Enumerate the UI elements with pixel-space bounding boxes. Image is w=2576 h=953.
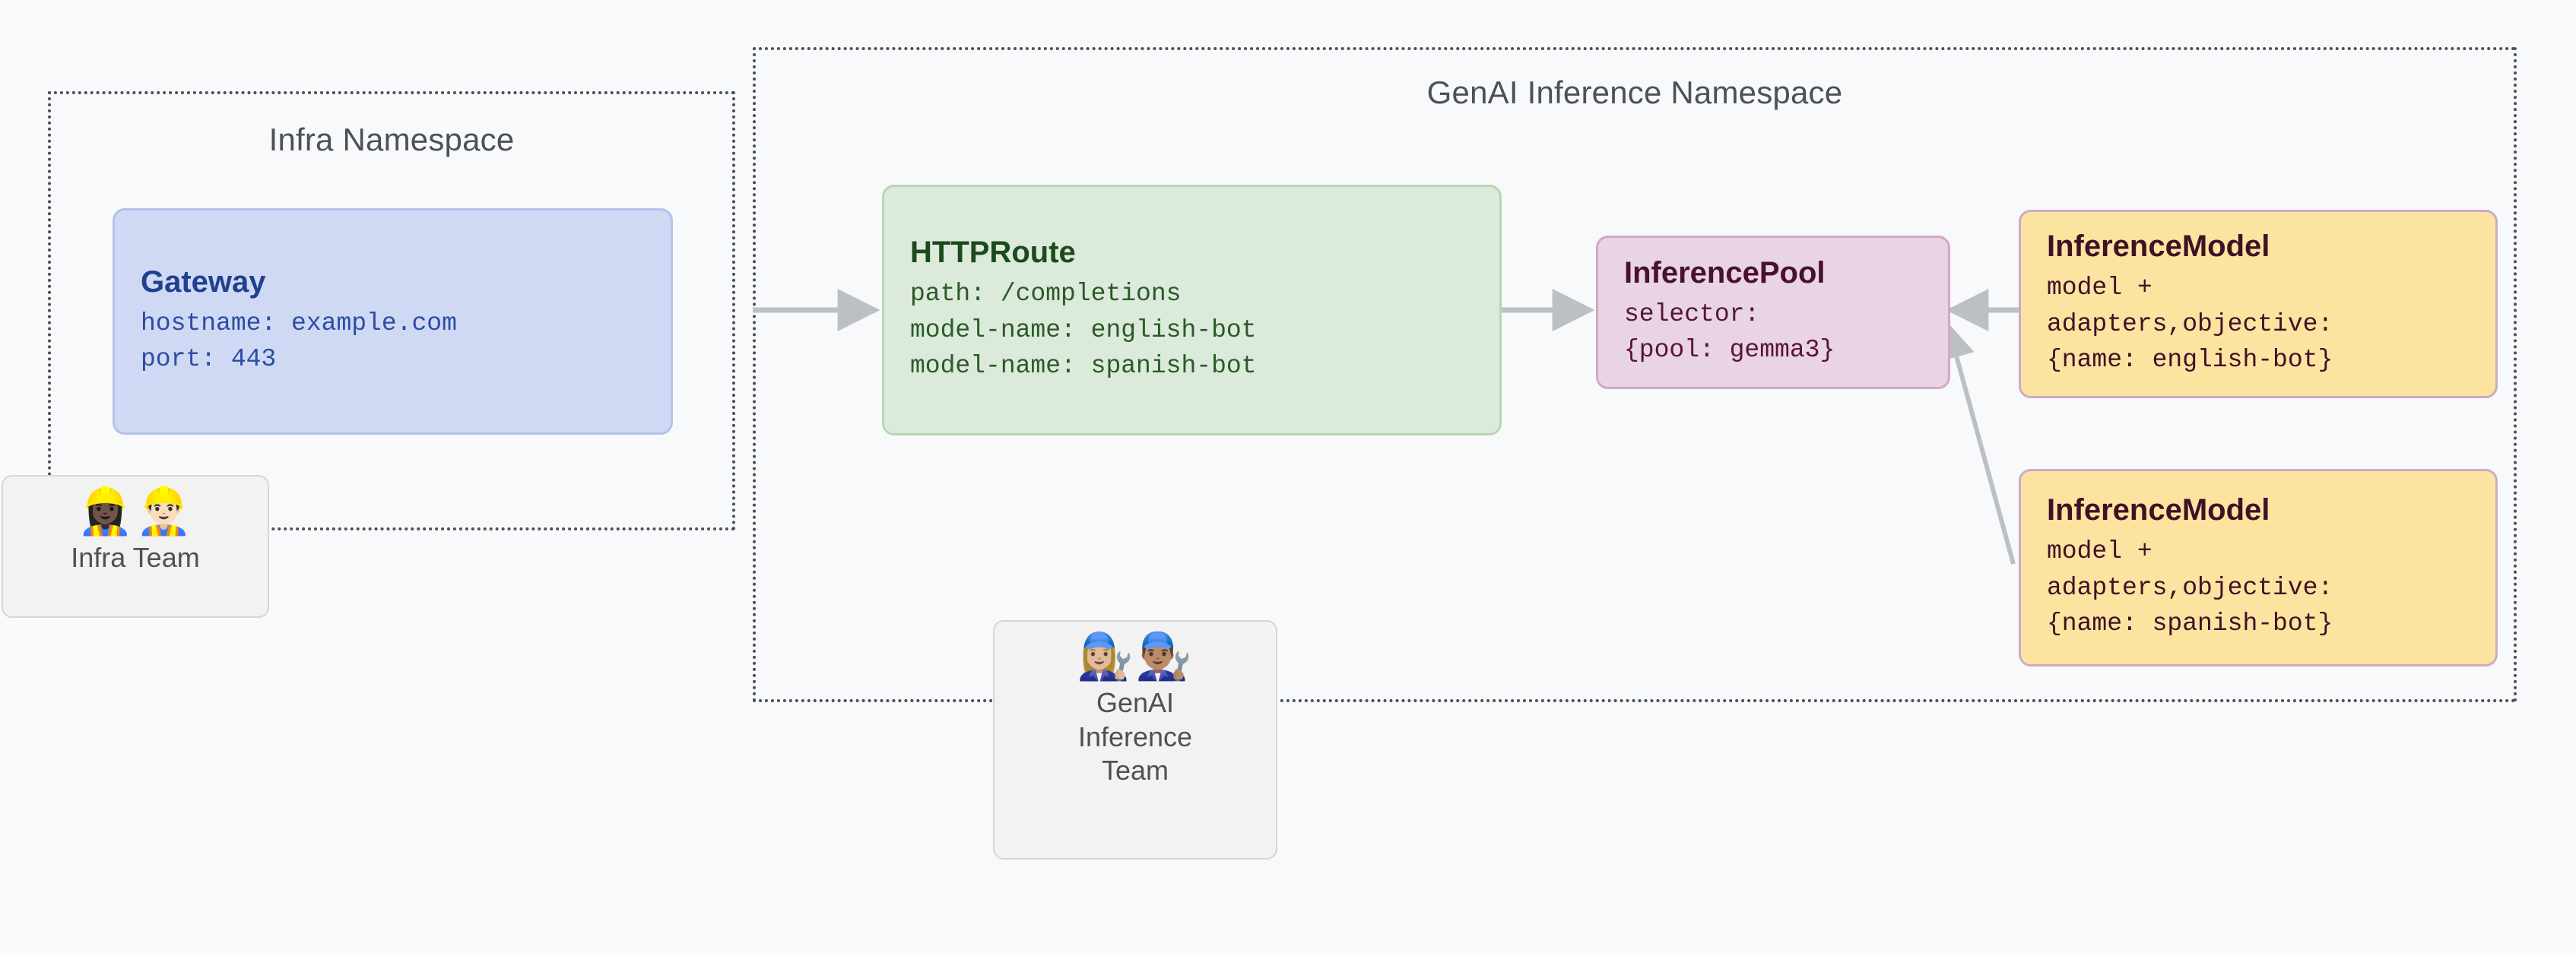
- team-badge-genai-inference[interactable]: 👩🏼‍🔧👨🏽‍🔧 GenAI Inference Team: [993, 620, 1277, 860]
- infra-team-label: Infra Team: [71, 542, 200, 573]
- node-httproute-title: HTTPRoute: [910, 236, 1076, 270]
- team-badge-infra[interactable]: 👷🏿‍♀️👷🏻‍♂️ Infra Team: [2, 475, 269, 618]
- node-inferencepool-title: InferencePool: [1624, 256, 1826, 290]
- node-httproute-line-0: path: /completions: [910, 280, 1182, 309]
- namespace-infra-title: Infra Namespace: [268, 122, 515, 157]
- node-inferencemodel-spanish[interactable]: InferenceModel model + adapters,objectiv…: [2019, 469, 2498, 666]
- node-httproute-line-1: model-name: english-bot: [910, 315, 1257, 344]
- infra-team-emoji-group: 👷🏿‍♀️👷🏻‍♂️: [77, 486, 194, 537]
- node-inferencemodel-spanish-title: InferenceModel: [2047, 493, 2270, 527]
- node-inferencemodel-english[interactable]: InferenceModel model + adapters,objectiv…: [2019, 210, 2498, 398]
- node-inferencemodel-english-line-0: model +: [2047, 274, 2152, 302]
- namespace-genai: [753, 47, 2517, 702]
- node-gateway-title: Gateway: [141, 265, 266, 299]
- node-inferencemodel-spanish-line-1: adapters,objective:: [2047, 573, 2333, 602]
- namespace-genai-title: GenAI Inference Namespace: [1426, 74, 1843, 110]
- node-inferencemodel-english-line-1: adapters,objective:: [2047, 309, 2333, 338]
- node-inferencepool-line-1: {pool: gemma3}: [1624, 336, 1835, 365]
- node-inferencepool-line-0: selector:: [1624, 299, 1760, 328]
- node-gateway-line-1: port: 443: [141, 345, 277, 374]
- node-inferencemodel-english-line-2: {name: english-bot}: [2047, 346, 2333, 375]
- namespace-infra: [48, 91, 735, 530]
- node-inferencemodel-spanish-line-2: {name: spanish-bot}: [2047, 609, 2333, 638]
- node-httproute-line-2: model-name: spanish-bot: [910, 352, 1257, 381]
- node-inferencemodel-spanish-line-0: model +: [2047, 537, 2152, 566]
- genai-inference-team-label: GenAI Inference Team: [1077, 687, 1193, 787]
- genai-inference-team-emoji-group: 👩🏼‍🔧👨🏽‍🔧: [1077, 631, 1194, 682]
- node-httproute[interactable]: HTTPRoute path: /completions model-name:…: [882, 185, 1502, 435]
- node-inferencepool[interactable]: InferencePool selector: {pool: gemma3}: [1596, 236, 1950, 389]
- node-inferencemodel-english-title: InferenceModel: [2047, 230, 2270, 264]
- node-gateway-line-0: hostname: example.com: [141, 309, 457, 337]
- node-gateway[interactable]: Gateway hostname: example.com port: 443: [113, 208, 673, 435]
